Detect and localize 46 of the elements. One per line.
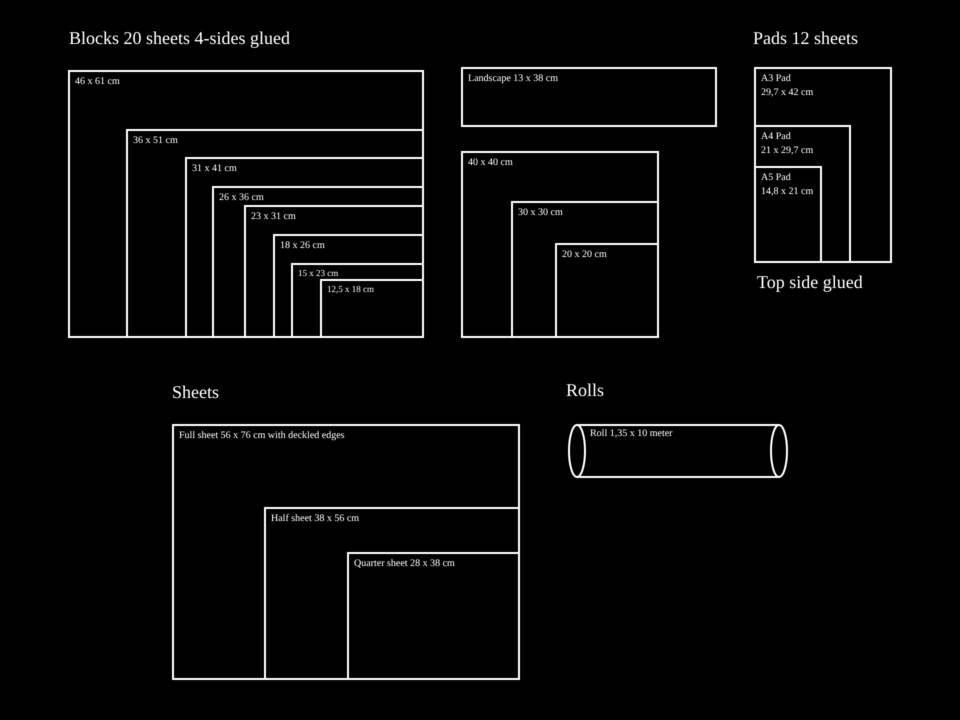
size-label: Landscape 13 x 38 cm: [468, 72, 558, 86]
size-box: [291, 263, 424, 338]
section-heading: Top side glued: [757, 272, 863, 293]
size-box: [347, 552, 520, 680]
size-label: 40 x 40 cm: [468, 156, 513, 170]
roll-cylinder: [568, 424, 788, 478]
section-heading: Blocks 20 sheets 4-sides glued: [69, 28, 290, 49]
size-label: 31 x 41 cm: [192, 162, 237, 176]
size-box: [273, 234, 424, 338]
size-label: 14,8 x 21 cm: [761, 185, 814, 199]
size-label: 46 x 61 cm: [75, 75, 120, 89]
size-label: Roll 1,35 x 10 meter: [590, 427, 672, 441]
size-label: 21 x 29,7 cm: [761, 144, 814, 158]
size-box: [754, 125, 851, 263]
section-heading: Sheets: [172, 382, 219, 403]
size-box: [754, 166, 822, 263]
size-box: [185, 157, 424, 338]
size-label: 15 x 23 cm: [298, 268, 338, 279]
size-box: [555, 243, 659, 338]
size-label: Quarter sheet 28 x 38 cm: [354, 557, 455, 571]
size-box: [320, 279, 424, 338]
box-title: A5 Pad: [761, 171, 791, 185]
section-heading: Pads 12 sheets: [753, 28, 858, 49]
size-label: 26 x 36 cm: [219, 191, 264, 205]
section-heading: Rolls: [566, 380, 604, 401]
size-box: [264, 507, 520, 680]
size-label: Half sheet 38 x 56 cm: [271, 512, 360, 526]
size-box: [461, 151, 659, 338]
size-label: Full sheet 56 x 76 cm with deckled edges: [179, 429, 345, 443]
box-title: A4 Pad: [761, 130, 791, 144]
size-label: 18 x 26 cm: [280, 239, 325, 253]
size-label: 36 x 51 cm: [133, 134, 178, 148]
size-label: 29,7 x 42 cm: [761, 86, 814, 100]
size-box: [68, 70, 424, 338]
size-box: [461, 67, 717, 127]
size-box: [511, 201, 659, 338]
size-label: 12,5 x 18 cm: [327, 284, 374, 295]
box-title: A3 Pad: [761, 72, 791, 86]
size-box: [754, 67, 892, 263]
size-box: [126, 129, 424, 338]
size-label: 30 x 30 cm: [518, 206, 563, 220]
size-box: [172, 424, 520, 680]
size-label: 23 x 31 cm: [251, 210, 296, 224]
size-label: 20 x 20 cm: [562, 248, 607, 262]
size-box: [244, 205, 424, 338]
size-box: [212, 186, 424, 338]
